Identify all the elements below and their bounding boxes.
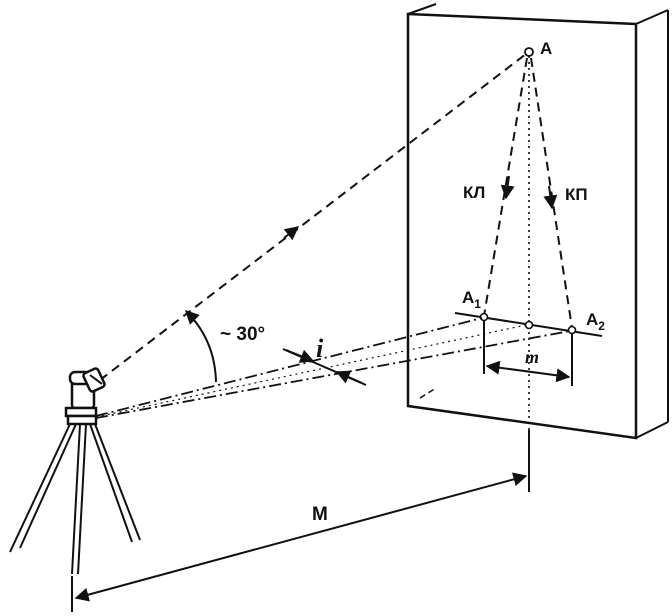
error-i-label: i: [316, 334, 324, 363]
theodolite: [64, 367, 106, 426]
arrow-kp: [543, 185, 558, 210]
i-arrow-upper: [285, 349, 315, 363]
point-a2-label: A2: [586, 310, 605, 333]
line-to-a2: [95, 330, 571, 419]
line-to-center: [95, 324, 527, 418]
distance-m-big-label: M: [312, 504, 328, 525]
tripod-leg-center: [71, 423, 87, 575]
theodolite-eyepiece: [82, 367, 106, 393]
angle-arc: [185, 310, 217, 383]
line-to-a1: [95, 317, 483, 417]
wall-side-bottom: [635, 421, 669, 439]
m-dimension-line: [485, 360, 571, 383]
m-big-dimension-line: [74, 472, 528, 602]
point-a2-marker: [567, 325, 577, 335]
wall-side-top: [635, 9, 669, 25]
point-center-marker: [524, 320, 534, 330]
tripod-leg-right: [89, 423, 141, 543]
point-a-label: A: [540, 39, 552, 58]
tripod-head: [66, 414, 98, 426]
angle-label: ~ 30°: [220, 324, 265, 345]
distance-m-small-label: m: [525, 347, 539, 367]
wall-hidden-edge: [419, 387, 437, 399]
kp-label: КП: [565, 185, 588, 204]
tripod-leg-left: [9, 423, 77, 553]
theodolite-ring: [89, 374, 103, 385]
wall-front-face: [406, 12, 638, 440]
projection-line-kl: [483, 57, 528, 317]
tripod: [9, 423, 141, 575]
kl-label: КЛ: [463, 183, 485, 202]
point-a1-label: A1: [462, 288, 481, 311]
point-a-marker: [524, 47, 534, 57]
arrow-kl: [500, 175, 515, 200]
point-a1-marker: [479, 312, 489, 322]
wall-top-edge: [407, 3, 437, 15]
i-arrow-lower: [335, 370, 363, 384]
sight-line-arrow: [283, 226, 300, 241]
projection-line-kp: [530, 57, 573, 329]
